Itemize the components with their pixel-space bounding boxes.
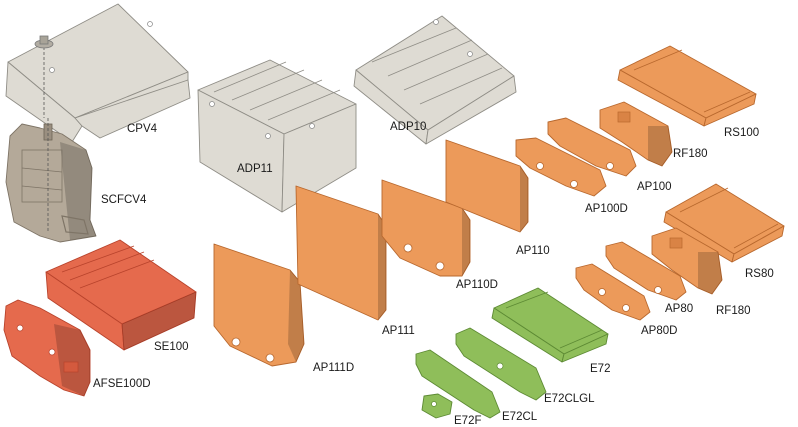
part-adp11 (197, 59, 357, 213)
label-cpv4: CPV4 (127, 123, 158, 135)
label-rs80: RS80 (745, 268, 774, 280)
part-e72cl (415, 349, 501, 419)
part-scfcv4 (5, 118, 97, 243)
part-adp10 (353, 15, 517, 145)
label-rf180-bottom: RF180 (716, 305, 751, 317)
label-rs100: RS100 (724, 127, 759, 139)
part-e72 (491, 287, 609, 363)
label-e72clgl: E72CLGL (544, 393, 595, 405)
label-e72f: E72F (454, 415, 482, 427)
label-adp11: ADP11 (237, 163, 273, 175)
label-rf180-top: RF180 (673, 148, 708, 160)
label-ap111: AP111 (382, 325, 415, 337)
label-ap80: AP80 (665, 303, 693, 315)
part-rf180-bottom (651, 227, 723, 295)
label-ap110d: AP110D (456, 279, 498, 291)
label-e72: E72 (590, 363, 610, 375)
part-rs80 (663, 183, 785, 263)
part-ap110d (381, 179, 471, 277)
part-ap110 (445, 139, 529, 233)
label-afse100d: AFSE100D (93, 378, 151, 390)
part-ap80d (575, 263, 651, 321)
part-afse100d (3, 299, 91, 397)
label-ap110: AP110 (516, 245, 550, 257)
part-rf180-top (599, 101, 673, 167)
label-ap111d: AP111D (313, 362, 354, 374)
label-adp10: ADP10 (390, 121, 426, 133)
part-ap100d (515, 137, 607, 197)
part-rs100 (617, 45, 757, 127)
label-e72cl: E72CL (502, 411, 538, 423)
label-ap100d: AP100D (585, 203, 628, 215)
part-ap80 (605, 241, 687, 301)
part-cpv4 (5, 3, 191, 143)
part-ap100 (547, 117, 637, 177)
label-scfcv4: SCFCV4 (101, 194, 147, 206)
label-se100: SE100 (154, 341, 189, 353)
part-e72f (421, 393, 453, 419)
label-ap100: AP100 (637, 181, 672, 193)
part-se100 (45, 239, 197, 351)
part-ap111 (295, 185, 387, 321)
part-ap111d (213, 243, 305, 367)
part-e72clgl (455, 327, 547, 401)
label-ap80d: AP80D (641, 325, 677, 337)
